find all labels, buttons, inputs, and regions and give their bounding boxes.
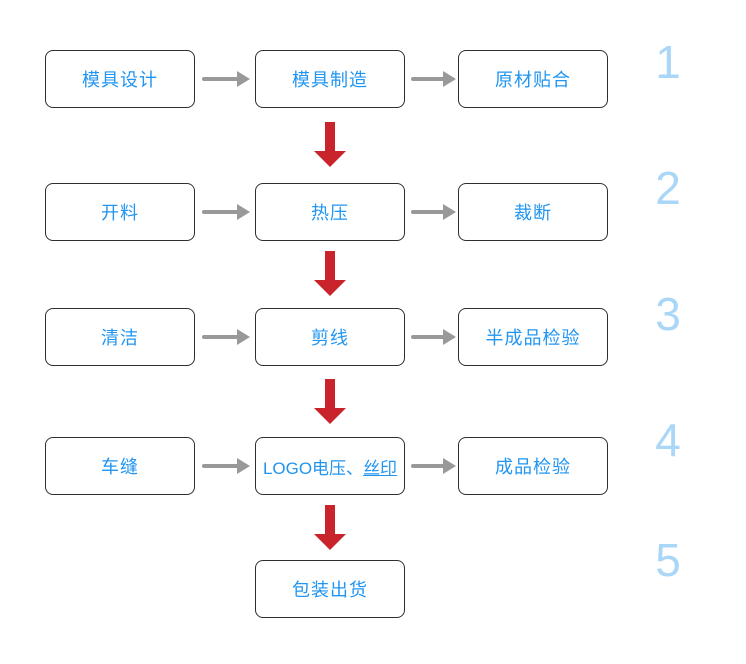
right-arrow-shaft (411, 335, 445, 339)
right-arrow-shaft (202, 335, 239, 339)
box-mold-making-label: 模具制造 (292, 70, 368, 90)
box-cutting-label: 开料 (101, 203, 139, 223)
box-thread-trimming-label: 剪线 (311, 328, 349, 348)
box-logo-embossing-silk-print: LOGO电压、丝印 (255, 437, 405, 495)
right-arrow-icon (411, 458, 456, 474)
down-arrow-icon (314, 379, 346, 424)
right-arrow-icon (202, 204, 250, 220)
right-arrow-head (237, 71, 250, 87)
right-arrow-icon (202, 458, 250, 474)
right-arrow-icon (202, 71, 250, 87)
down-arrow-shaft (325, 505, 335, 534)
right-arrow-head (237, 458, 250, 474)
box-finished-inspection: 成品检验 (458, 437, 608, 495)
down-arrow-icon (314, 251, 346, 296)
box-sewing-label: 车缝 (101, 457, 139, 477)
right-arrow-head (443, 71, 456, 87)
box-thread-trimming: 剪线 (255, 308, 405, 366)
step-number-4: 4 (655, 414, 681, 466)
box-mold-design: 模具设计 (45, 50, 195, 108)
right-arrow-shaft (202, 464, 239, 468)
right-arrow-shaft (202, 77, 239, 81)
box-cut-off-label: 裁断 (514, 203, 552, 223)
box-material-lamination: 原材贴合 (458, 50, 608, 108)
box-packing-shipping: 包装出货 (255, 560, 405, 618)
right-arrow-head (237, 204, 250, 220)
step-number-3: 3 (655, 288, 681, 340)
down-arrow-shaft (325, 122, 335, 151)
box-hot-pressing: 热压 (255, 183, 405, 241)
box-mold-design-label: 模具设计 (82, 70, 158, 90)
right-arrow-icon (411, 329, 456, 345)
down-arrow-icon (314, 505, 346, 550)
down-arrow-head (314, 534, 346, 550)
right-arrow-head (443, 204, 456, 220)
right-arrow-head (443, 329, 456, 345)
right-arrow-head (443, 458, 456, 474)
down-arrow-head (314, 151, 346, 167)
right-arrow-icon (411, 71, 456, 87)
box-logo-embossing-label: LOGO电压、 (262, 458, 364, 478)
box-packing-shipping-label: 包装出货 (292, 580, 368, 600)
box-semi-finished-inspection: 半成品检验 (458, 308, 608, 366)
box-cutting: 开料 (45, 183, 195, 241)
box-cut-off: 裁断 (458, 183, 608, 241)
down-arrow-head (314, 408, 346, 424)
down-arrow-shaft (325, 379, 335, 408)
box-finished-inspection-label: 成品检验 (495, 457, 571, 477)
box-cleaning: 清洁 (45, 308, 195, 366)
box-mold-making: 模具制造 (255, 50, 405, 108)
step-number-1: 1 (655, 36, 681, 88)
box-material-lamination-label: 原材贴合 (495, 70, 571, 90)
silk-print-link[interactable]: 丝印 (363, 458, 398, 478)
right-arrow-shaft (411, 77, 445, 81)
down-arrow-shaft (325, 251, 335, 280)
box-hot-pressing-label: 热压 (311, 203, 349, 223)
box-cleaning-label: 清洁 (101, 328, 139, 348)
right-arrow-head (237, 329, 250, 345)
right-arrow-shaft (202, 210, 239, 214)
right-arrow-shaft (411, 464, 445, 468)
right-arrow-icon (411, 204, 456, 220)
down-arrow-head (314, 280, 346, 296)
box-sewing: 车缝 (45, 437, 195, 495)
right-arrow-shaft (411, 210, 445, 214)
down-arrow-icon (314, 122, 346, 167)
step-number-2: 2 (655, 162, 681, 214)
right-arrow-icon (202, 329, 250, 345)
step-number-5: 5 (655, 534, 681, 586)
box-semi-finished-inspection-label: 半成品检验 (485, 328, 581, 348)
